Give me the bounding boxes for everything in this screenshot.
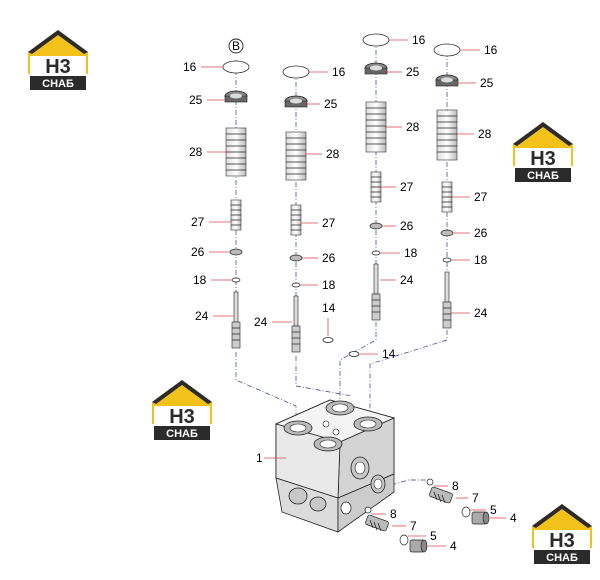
oring-14 [322,337,334,343]
seat-26 [229,248,243,256]
callout-7b: 7 [410,519,417,533]
callout-18a: 18 [193,273,207,287]
callout-25c: 25 [406,65,420,79]
stack-column-4: 16 25 28 27 26 18 24 [433,43,498,329]
oring-18 [371,250,381,256]
oring-14 [348,351,360,357]
brand-logo-middle-left: СНАБ [152,380,212,440]
oring-8 [426,478,434,486]
seat-26 [369,222,383,230]
detail-marker-b-label: B [232,39,240,53]
valve-body: 1 [256,399,396,533]
brand-logo-top-left: СНАБ [28,30,88,90]
callout-28b: 28 [326,147,340,161]
shim-16 [433,43,461,57]
seat-26 [440,229,454,237]
callout-14a: 14 [322,301,336,315]
callout-26d: 26 [474,226,488,240]
spring-27 [370,171,382,203]
callout-4b: 4 [450,539,457,553]
spring-27 [441,181,453,213]
callout-18c: 18 [404,246,418,260]
callout-25a: 25 [189,93,203,107]
spring-27 [290,204,302,236]
spring-28 [225,127,247,177]
spool-24 [291,295,301,353]
callout-5b: 5 [430,529,437,543]
callout-16a: 16 [183,60,197,74]
callout-18b: 18 [322,278,336,292]
callout-25b: 25 [324,97,338,111]
logo-text: СНАБ [546,552,578,564]
callout-7a: 7 [472,491,479,505]
callout-26a: 26 [191,245,205,259]
shim-16 [222,60,250,74]
callout-16d: 16 [484,43,498,57]
spring-27 [230,199,242,231]
callout-28c: 28 [406,120,420,134]
spool-24 [371,263,381,321]
spring-28 [436,109,458,161]
callout-24d: 24 [474,306,488,320]
check-valve-7 [365,514,389,532]
callout-24a: 24 [195,309,209,323]
shim-16 [282,65,310,79]
stack-column-2: 16 25 28 27 26 18 24 [254,65,346,353]
logo-text: СНАБ [527,170,559,182]
callout-8a: 8 [452,479,459,493]
callout-27d: 27 [474,190,488,204]
shim-16 [362,33,390,47]
callout-24b: 24 [254,315,268,329]
callout-8b: 8 [390,507,397,521]
brand-logo-right: СНАБ [513,122,573,182]
callout-16b: 16 [332,65,346,79]
callout-1: 1 [256,451,263,465]
check-valve-7 [429,486,453,504]
callout-25d: 25 [480,76,494,90]
logo-text: СНАБ [42,78,74,90]
callout-24c: 24 [400,273,414,287]
callout-4a: 4 [510,511,517,525]
oring-8 [364,506,372,514]
callout-5a: 5 [490,503,497,517]
brand-logo-bottom-right: СНАБ [532,504,592,564]
plug-4 [471,511,490,525]
fitting-group-upper: 8 7 5 4 [426,478,517,525]
callout-27c: 27 [400,180,414,194]
stack-column-3: 16 25 28 27 26 18 24 [362,33,426,321]
callout-28a: 28 [189,145,203,159]
callout-26c: 26 [400,219,414,233]
callout-28d: 28 [478,127,492,141]
callout-14b: 14 [382,347,396,361]
fitting-group-lower: 8 7 5 4 [364,506,457,553]
spring-28 [285,131,307,181]
callout-26b: 26 [322,251,336,265]
oring-18 [442,257,452,263]
spring-28 [365,101,387,153]
oring-18 [291,282,301,288]
seal-5 [461,506,471,518]
detail-marker-b [228,38,244,54]
logo-text: СНАБ [166,428,198,440]
spool-24 [442,271,452,329]
stack-column-1: B 16 25 28 27 26 18 24 [183,38,250,349]
seat-26 [289,254,303,262]
seal-5 [399,534,409,546]
callout-16c: 16 [412,33,426,47]
spool-24 [231,291,241,349]
oring-18 [231,277,241,283]
callout-27a: 27 [191,215,205,229]
oring-14-group: 14 14 [322,301,396,361]
callout-18d: 18 [474,253,488,267]
plug-4 [409,539,428,553]
callout-27b: 27 [322,216,336,230]
